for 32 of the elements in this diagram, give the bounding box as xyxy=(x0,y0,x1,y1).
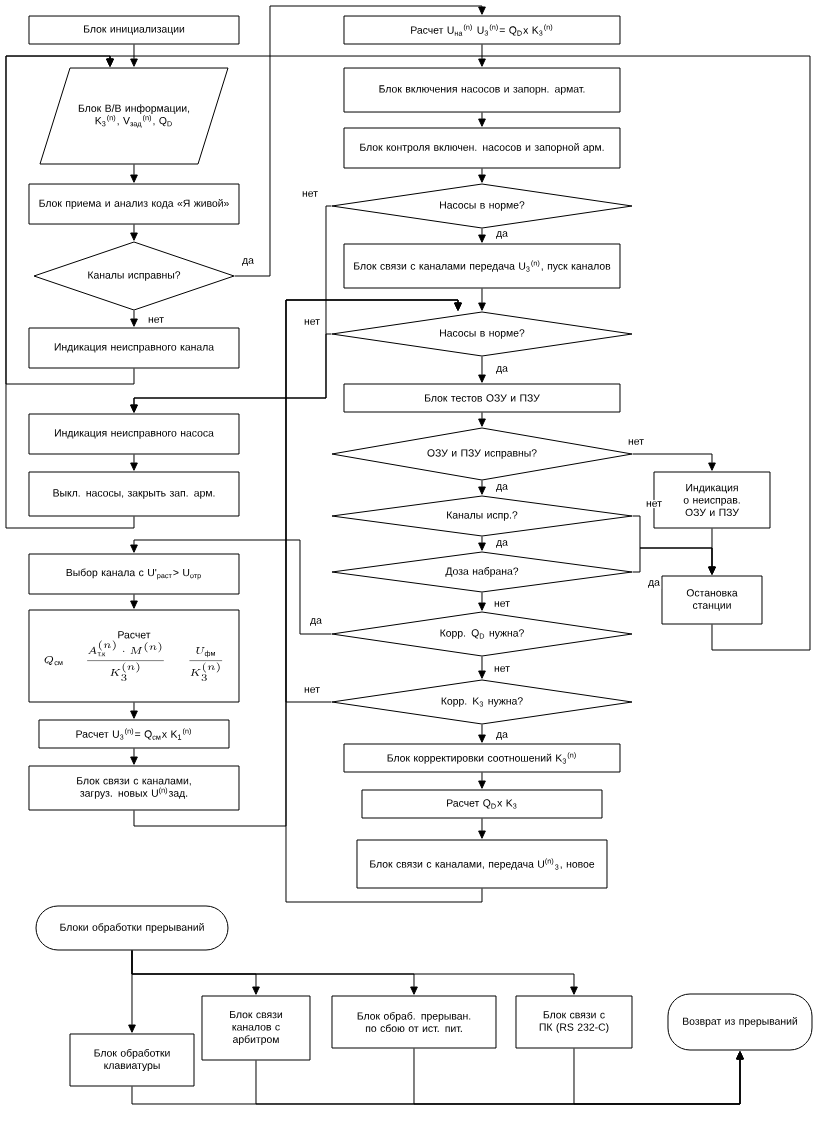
arrow xyxy=(478,536,486,551)
arrow xyxy=(130,310,138,327)
arrow xyxy=(478,592,486,611)
arrow xyxy=(478,480,486,495)
arrow xyxy=(130,539,332,635)
arrow xyxy=(478,288,486,311)
arrow xyxy=(478,656,486,679)
arrow xyxy=(130,333,332,413)
arrow xyxy=(478,44,486,67)
arrow xyxy=(478,356,486,383)
arrow xyxy=(106,55,811,651)
arrow xyxy=(130,44,138,67)
arrow xyxy=(130,748,138,765)
arrow xyxy=(478,724,486,743)
arrow xyxy=(5,55,135,529)
arrow xyxy=(285,299,483,903)
arrow xyxy=(130,594,138,609)
arrow xyxy=(131,950,578,995)
arrow xyxy=(234,5,486,277)
arrow xyxy=(708,528,716,575)
arrow xyxy=(130,702,138,719)
arrow xyxy=(130,454,138,471)
arrow xyxy=(478,112,486,127)
arrow xyxy=(478,168,486,183)
arrow xyxy=(130,224,138,241)
arrow xyxy=(130,164,138,183)
arrow xyxy=(478,412,486,427)
arrow xyxy=(478,228,486,243)
arrow xyxy=(632,453,716,471)
arrow xyxy=(478,772,486,789)
arrow xyxy=(573,1048,744,1105)
arrow xyxy=(478,818,486,839)
